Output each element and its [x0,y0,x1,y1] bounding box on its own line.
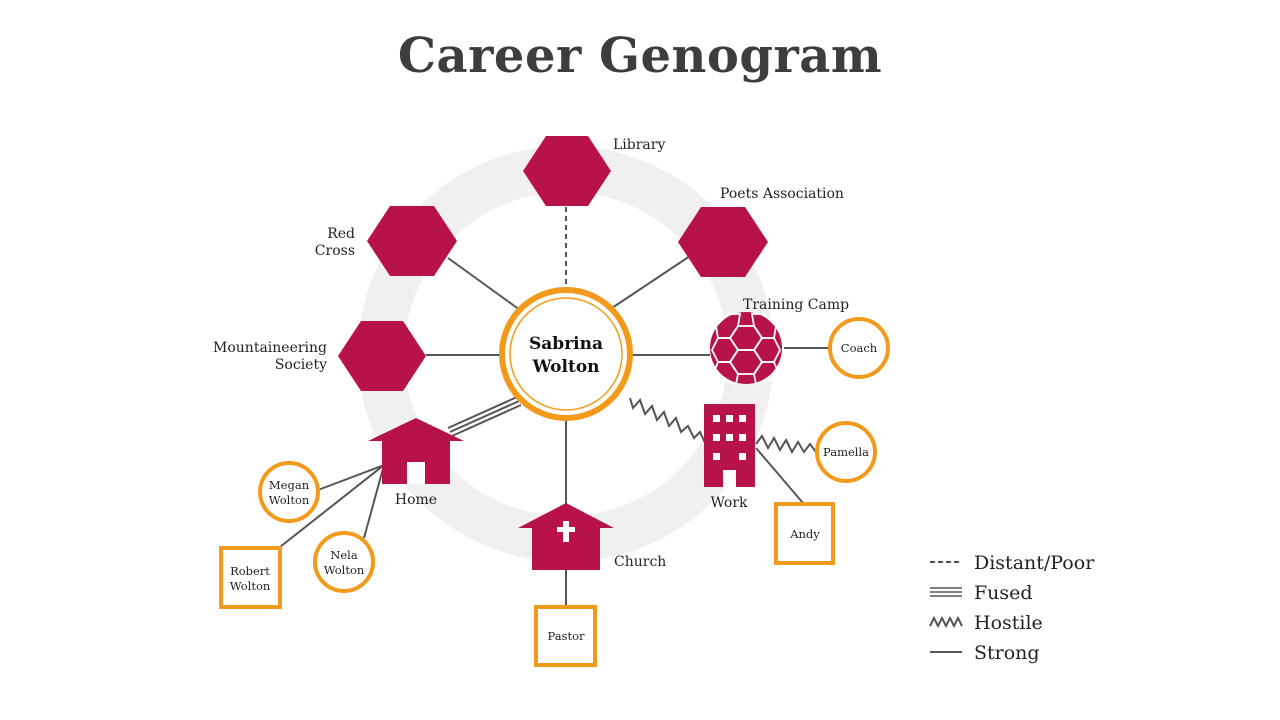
andy-square [774,502,835,565]
center-name-line1: Sabrina [529,334,603,354]
robert-label-line1: Robert [230,564,270,578]
legend-item-fused: Fused [930,582,1033,604]
library-hexagon [523,136,611,206]
legend-label-fused: Fused [974,582,1033,604]
poets-hexagon [678,207,768,277]
church-icon [518,503,614,570]
link-redcross-strong [447,257,521,311]
mountaineering-label-line2: Society [275,357,327,373]
pastor-label: Pastor [547,629,585,643]
library-label: Library [613,137,665,153]
center-person-node: Sabrina Wolton [499,287,633,421]
link-pamella-hostile [755,434,817,455]
nela-label-line2: Wolton [324,563,365,577]
link-home-fused [447,396,522,437]
coach-label: Coach [841,341,878,355]
church-label: Church [614,554,666,570]
legend-item-distant: Distant/Poor [930,552,1095,574]
home-icon [368,418,464,484]
soccer-ball-icon [710,312,782,386]
mountaineering-hexagon [338,321,426,391]
legend-label-hostile: Hostile [974,612,1043,634]
legend: Distant/Poor Fused Hostile Strong [929,552,1095,664]
training-camp-label: Training Camp [743,297,849,313]
home-label: Home [395,492,437,508]
andy-label: Andy [789,527,820,541]
pamella-label: Pamella [823,445,869,459]
link-poets-strong [611,255,691,309]
red-cross-hexagon [367,206,457,276]
legend-label-distant: Distant/Poor [974,552,1095,574]
link-andy-strong [755,447,804,504]
red-cross-label-line2: Cross [315,243,355,259]
robert-square [219,546,282,609]
page-title: Career Genogram [397,28,883,84]
legend-item-hostile: Hostile [929,612,1043,634]
legend-item-strong: Strong [930,642,1040,664]
nela-circle [313,531,375,593]
link-work-hostile [629,397,707,446]
robert-label-line2: Wolton [230,579,271,593]
link-nela-strong [363,464,385,539]
megan-circle [258,461,320,523]
megan-label-line1: Megan [269,478,310,492]
connections [279,207,830,606]
pastor-square [534,605,597,667]
nela-label-line1: Nela [330,548,358,562]
link-megan-strong [317,464,385,491]
pamella-circle [815,421,877,483]
megan-label-line2: Wolton [269,493,310,507]
poets-label: Poets Association [720,186,844,202]
coach-circle [828,317,890,379]
center-name-line2: Wolton [531,357,599,377]
link-robert-strong [279,464,385,548]
office-building-icon [704,404,755,487]
work-label: Work [710,495,748,511]
legend-label-strong: Strong [974,642,1040,664]
red-cross-label-line1: Red [327,226,355,242]
mountaineering-label-line1: Mountaineering [213,340,327,356]
